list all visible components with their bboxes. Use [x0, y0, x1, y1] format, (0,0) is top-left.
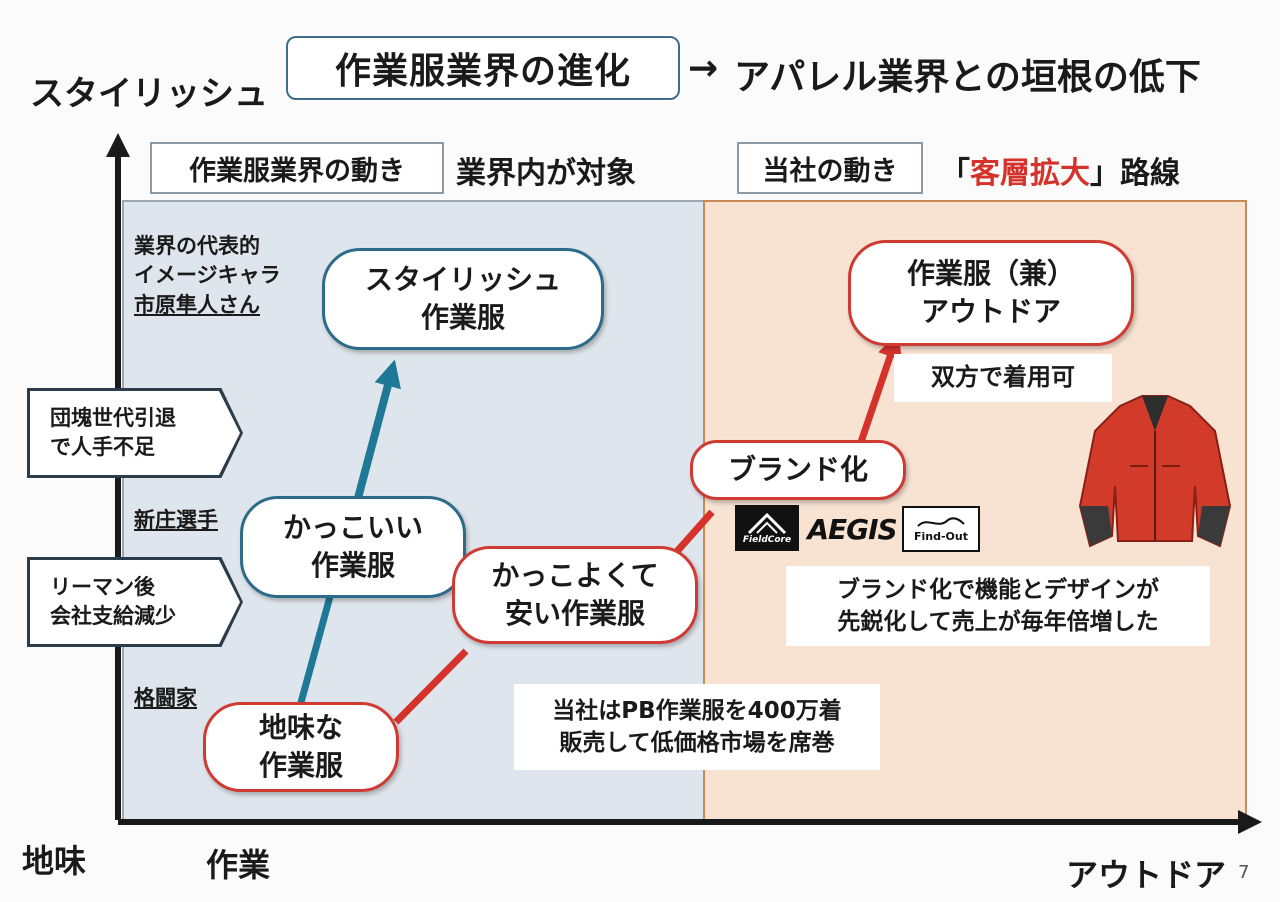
- fieldcore-logo: FieldCore: [735, 505, 799, 551]
- node-stylish-line1: スタイリッシュ: [364, 263, 561, 297]
- shinjo-note: 新庄選手: [134, 508, 218, 532]
- factor-retirement-line1: 団塊世代引退: [50, 405, 176, 430]
- celebrity-line3: 市原隼人さん: [134, 292, 260, 317]
- red-arrow-1: [393, 648, 469, 725]
- note-brand-result: ブランド化で機能とデザインが先鋭化して売上が毎年倍増した: [786, 566, 1210, 646]
- node-plain-workwear: 地味な作業服: [203, 702, 399, 792]
- fighter-note: 格闘家: [134, 686, 197, 710]
- findout-logo: Find-Out: [902, 506, 980, 552]
- celebrity-note: 業界の代表的 イメージキャラ 市原隼人さん: [134, 232, 281, 320]
- factor-retirement: 団塊世代引退 で人手不足: [30, 391, 240, 475]
- node-cool-line1: かっこいい: [282, 511, 423, 545]
- factor-lehman: リーマン後 会社支給減少: [30, 560, 240, 644]
- left-section-tag: 作業服業界の動き: [150, 142, 444, 194]
- node-stylish-line2: 作業服: [420, 301, 505, 334]
- pb-line2: 販売して低価格市場を席巻: [559, 730, 835, 756]
- findout-text: Find-Out: [914, 529, 968, 543]
- red-jacket-image: [1078, 395, 1232, 548]
- page-number: 7: [1238, 862, 1250, 883]
- brand-result-line1: ブランド化で機能とデザインが: [837, 576, 1159, 603]
- node-cool-cheap-workwear: かっこよくて安い作業服: [452, 546, 698, 644]
- celebrity-line1: 業界の代表的: [134, 234, 260, 258]
- fieldcore-mark-icon: [747, 512, 787, 535]
- right-section-caption: 「客層拡大」路線: [940, 148, 1180, 192]
- x-axis-right-label: アウトドア: [1066, 856, 1227, 894]
- x-axis-left-label: 作業: [206, 846, 271, 884]
- left-section-caption: 業界内が対象: [456, 156, 636, 191]
- node-branding: ブランド化: [690, 440, 906, 500]
- node-cool-workwear: かっこいい作業服: [240, 496, 466, 598]
- pb-line1: 当社はPB作業服を400万着: [552, 697, 842, 724]
- findout-mark-icon: [917, 516, 965, 527]
- factor-lehman-line1: リーマン後: [50, 574, 155, 599]
- blue-arrow-upper: [354, 359, 401, 500]
- node-cool-line2: 作業服: [310, 549, 395, 582]
- red-arrow-3: [856, 332, 903, 447]
- node-cheap-line2: 安い作業服: [504, 597, 645, 630]
- y-axis-top-label: スタイリッシュ: [30, 74, 268, 114]
- brand-result-line2: 先鋭化して売上が毎年倍増した: [837, 609, 1159, 635]
- factor-lehman-line2: 会社支給減少: [50, 604, 176, 628]
- note-both-use: 双方で着用可: [894, 354, 1112, 402]
- node-cheap-line1: かっこよくて: [491, 559, 659, 593]
- title-arrow: →: [688, 48, 719, 89]
- note-pb-sales: 当社はPB作業服を400万着販売して低価格市場を席巻: [514, 684, 880, 770]
- node-plain-line1: 地味な: [258, 711, 343, 745]
- blue-arrow-lower: [296, 581, 338, 707]
- node-workwear-outdoor: 作業服（兼） アウトドア: [848, 240, 1134, 346]
- page-title: 作業服業界の進化: [286, 36, 680, 100]
- factor-retirement-line2: で人手不足: [50, 435, 155, 459]
- node-outdoor-line1: 作業服（兼）: [906, 257, 1075, 291]
- node-plain-line2: 作業服: [258, 749, 343, 782]
- title-suffix: アパレル業界との垣根の低下: [734, 57, 1201, 98]
- caption-highlight: 客層拡大: [970, 156, 1090, 191]
- right-section-tag: 当社の動き: [737, 142, 923, 194]
- y-axis-bottom-label: 地味: [22, 842, 87, 880]
- celebrity-line2: イメージキャラ: [134, 263, 281, 288]
- node-outdoor-line2: アウトドア: [920, 295, 1061, 328]
- caption-open: 「: [940, 156, 970, 191]
- caption-close: 」路線: [1090, 156, 1180, 191]
- fieldcore-text: FieldCore: [742, 535, 792, 545]
- node-stylish-workwear: スタイリッシュ作業服: [322, 248, 604, 350]
- aegis-logo: AEGIS: [807, 512, 897, 546]
